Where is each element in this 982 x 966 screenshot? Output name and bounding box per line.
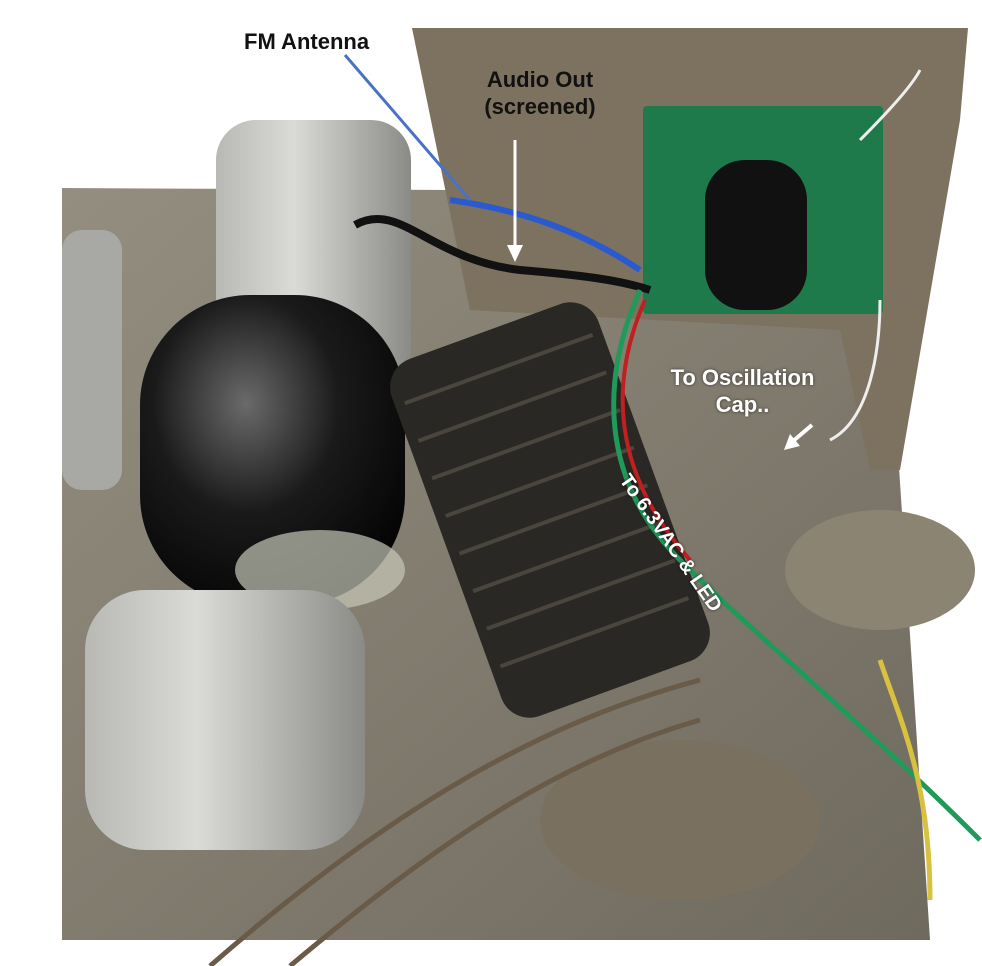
glass-tube [140, 295, 405, 605]
audio-out-line2: (screened) [484, 94, 596, 119]
oscillation-arrow [790, 423, 814, 444]
fm-antenna-arrow [343, 54, 472, 201]
audio-cable [353, 215, 652, 294]
oscillation-cap-label: To Oscillation Cap.. [650, 364, 835, 418]
tuning-capacitor [390, 302, 710, 718]
drive-drum [540, 740, 820, 900]
shield-can-bottom [85, 590, 365, 850]
audio-out-label: Audio Out (screened) [460, 66, 620, 120]
dial-pulley [785, 510, 975, 630]
oscillator-wire [829, 69, 922, 442]
dial-cord [208, 677, 701, 966]
fm-antenna-label: FM Antenna [244, 29, 370, 54]
capacitor [705, 160, 807, 310]
antenna-wire [449, 197, 642, 273]
tube-left [62, 230, 122, 490]
oscillation-line2: Cap.. [715, 392, 770, 417]
oscillation-line1: To Oscillation [670, 365, 815, 390]
green-wire [611, 288, 982, 842]
audio-out-line1: Audio Out [486, 67, 594, 92]
